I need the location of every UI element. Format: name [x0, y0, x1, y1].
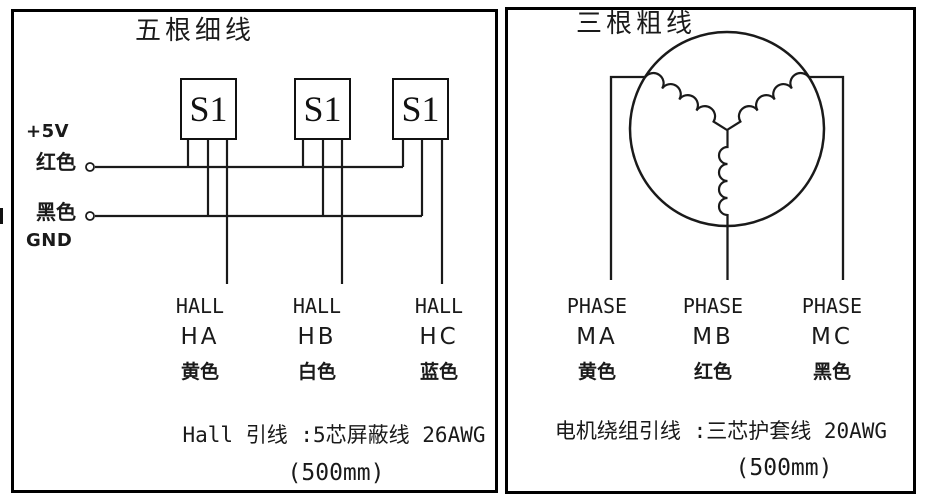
motor-panel-title: 三根粗线 [575, 9, 697, 39]
phase-name-mb: MB [692, 324, 734, 350]
label-5v: +5V [26, 121, 70, 142]
edge-artifact [0, 208, 3, 224]
phase-column-mc: PHASE MC 黑色 [802, 294, 862, 384]
phase-color-mb: 红色 [693, 361, 732, 383]
phase-color-ma: 黄色 [577, 361, 616, 383]
hall-color-hc: 蓝色 [419, 361, 459, 383]
hall-sensor-3-label: S1 [401, 89, 440, 129]
hall-sensor-1-label: S1 [189, 89, 228, 129]
hall-signal-label: HALL [292, 294, 342, 318]
hall-column-hb: HALL HB 白色 [293, 294, 341, 384]
phase-signal-label: PHASE [566, 294, 628, 318]
hall-column-ha: HALL HA 黄色 [176, 294, 224, 384]
hall-color-ha: 黄色 [180, 361, 220, 383]
terminal-gnd-icon [85, 211, 95, 221]
motor-cable-length: (500mm) [735, 455, 833, 481]
phase-column-mb: PHASE MB 红色 [683, 294, 743, 384]
hall-circuit-lines [85, 140, 444, 284]
hall-cable-length: (500mm) [287, 460, 385, 486]
label-gnd: GND [26, 230, 73, 251]
hall-signal-label: HALL [175, 294, 225, 318]
hall-signal-label: HALL [414, 294, 464, 318]
hall-sensor-1: S1 [180, 78, 237, 140]
label-gnd-wire-color: 黑色 [36, 200, 76, 224]
hall-color-hb: 白色 [297, 361, 337, 383]
hall-cable-note: Hall 引线 :5芯屏蔽线 26AWG [182, 423, 486, 447]
motor-winding-lines [609, 30, 845, 280]
phase-name-mc: MC [811, 324, 853, 350]
winding-coil-c-icon [726, 71, 810, 131]
hall-sensor-2-label: S1 [303, 89, 342, 129]
hall-sensor-3: S1 [392, 78, 449, 140]
hall-wiring-panel [11, 9, 498, 493]
hall-name-ha: HA [180, 324, 220, 350]
hall-name-hc: HC [419, 324, 459, 350]
phase-lead-mc [809, 75, 845, 280]
winding-coil-a-icon [644, 71, 728, 131]
hall-panel-title: 五根细线 [134, 16, 256, 46]
phase-column-ma: PHASE MA 黄色 [567, 294, 627, 384]
phase-signal-label: PHASE [801, 294, 863, 318]
label-5v-wire-color: 红色 [36, 150, 76, 174]
winding-coil-b-icon [717, 130, 729, 217]
motor-winding-panel [505, 7, 916, 494]
terminal-5v-icon [85, 162, 95, 172]
hall-column-hc: HALL HC 蓝色 [415, 294, 463, 384]
phase-signal-label: PHASE [682, 294, 744, 318]
hall-name-hb: HB [297, 324, 337, 350]
hall-sensor-2: S1 [294, 78, 351, 140]
phase-color-mc: 黑色 [812, 361, 851, 383]
motor-cable-note: 电机绕组引线 :三芯护套线 20AWG [554, 419, 888, 443]
phase-lead-ma [609, 75, 645, 280]
phase-name-ma: MA [576, 324, 618, 350]
